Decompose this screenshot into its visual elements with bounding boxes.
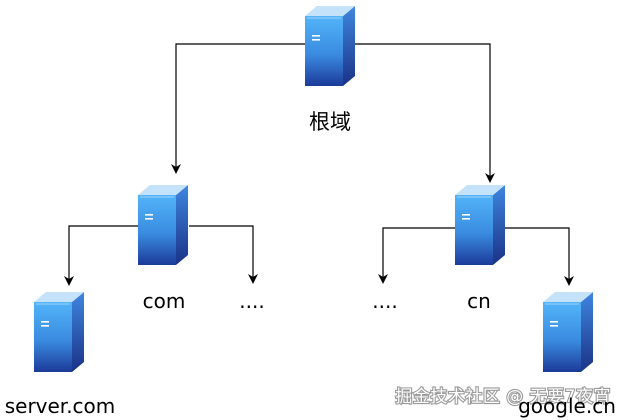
- server-icon: [138, 184, 188, 265]
- edges: [64, 43, 574, 286]
- edge-com-server: [64, 225, 140, 286]
- label-cn: cn: [467, 289, 491, 313]
- label-server-com: server.com: [5, 394, 116, 418]
- edge-root-com: [171, 43, 307, 174]
- server-icon: [543, 291, 593, 372]
- server-icon: [455, 184, 505, 265]
- label-google-cn: google.cn: [518, 394, 616, 418]
- edge-com-more: [189, 225, 258, 284]
- server-google-cn: [543, 291, 593, 372]
- label-com-more: ....: [239, 289, 264, 313]
- server-icon: [34, 291, 84, 372]
- label-com: com: [143, 289, 186, 313]
- server-server-com: [34, 291, 84, 372]
- edge-cn-more: [378, 227, 457, 284]
- edge-root-cn: [348, 43, 495, 183]
- server-root: [305, 5, 355, 86]
- watermark: 掘金技术社区 @ 无要7夜宵: [395, 387, 611, 407]
- label-root: 根域: [309, 110, 351, 134]
- edge-cn-google: [502, 227, 574, 286]
- server-com: [138, 184, 188, 265]
- server-icon: [305, 5, 355, 86]
- server-cn: [455, 184, 505, 265]
- label-cn-more: ....: [372, 289, 397, 313]
